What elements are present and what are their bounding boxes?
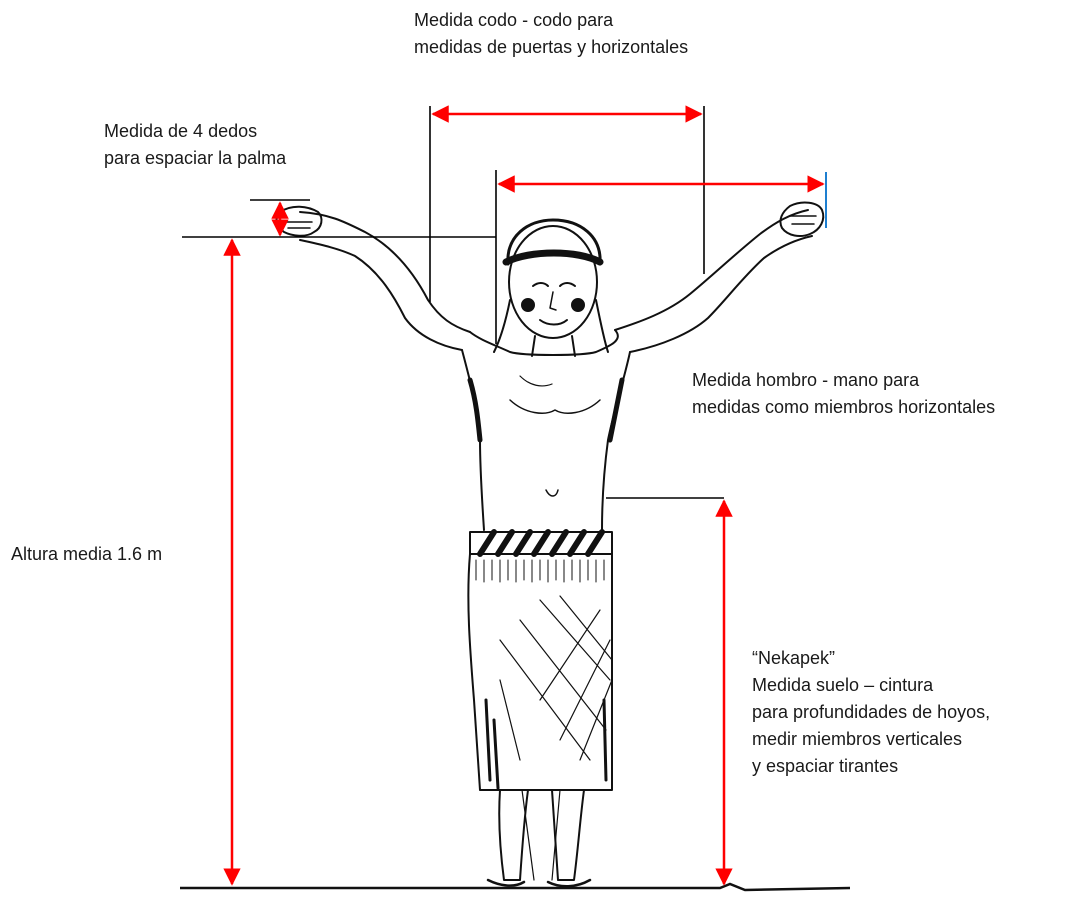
four-fingers-label-line2: para espaciar la palma — [104, 148, 287, 168]
shoulder-hand-label-line2: medidas como miembros horizontales — [692, 397, 996, 417]
right-arm-outline — [614, 209, 809, 331]
elbow-span-label: Medida codo - codo para medidas de puert… — [414, 7, 688, 61]
torso — [461, 329, 631, 531]
left-leg — [498, 789, 529, 881]
ground-waist-label: “Nekapek” Medida suelo – cintura para pr… — [752, 645, 990, 780]
four-fingers-label: Medida de 4 dedos para espaciar la palma — [104, 118, 286, 172]
left-arm-outline — [299, 211, 471, 333]
ground-waist-label-line5: y espaciar tirantes — [752, 756, 899, 776]
right-arm-inner — [629, 235, 813, 353]
hair-top — [506, 218, 602, 266]
skirt — [467, 553, 614, 791]
person-illustration — [275, 201, 825, 888]
elbow-span-label-line2: medidas de puertas y horizontales — [414, 37, 689, 57]
ground-waist-label-line4: medir miembros verticales — [752, 729, 963, 749]
right-leg — [551, 789, 585, 881]
shoulder-hand-label-line1: Medida hombro - mano para — [692, 370, 920, 390]
elbow-span-label-line1: Medida codo - codo para — [414, 10, 614, 30]
right-hand — [779, 201, 825, 237]
headband — [502, 249, 604, 266]
shoulder-hand-label: Medida hombro - mano para medidas como m… — [692, 367, 995, 421]
ground-waist-label-line2: Medida suelo – cintura — [752, 675, 934, 695]
left-arm-inner — [299, 239, 463, 351]
average-height-label-line1: Altura media 1.6 m — [11, 544, 163, 564]
head — [508, 225, 598, 339]
waistband — [469, 529, 613, 557]
feet — [486, 878, 592, 888]
average-height-label: Altura media 1.6 m — [11, 541, 162, 568]
measurement-guides — [182, 105, 827, 886]
ground-waist-label-line3: para profundidades de hoyos, — [752, 702, 991, 722]
four-fingers-label-line1: Medida de 4 dedos — [104, 121, 258, 141]
ground-waist-label-line1: “Nekapek” — [752, 648, 836, 668]
